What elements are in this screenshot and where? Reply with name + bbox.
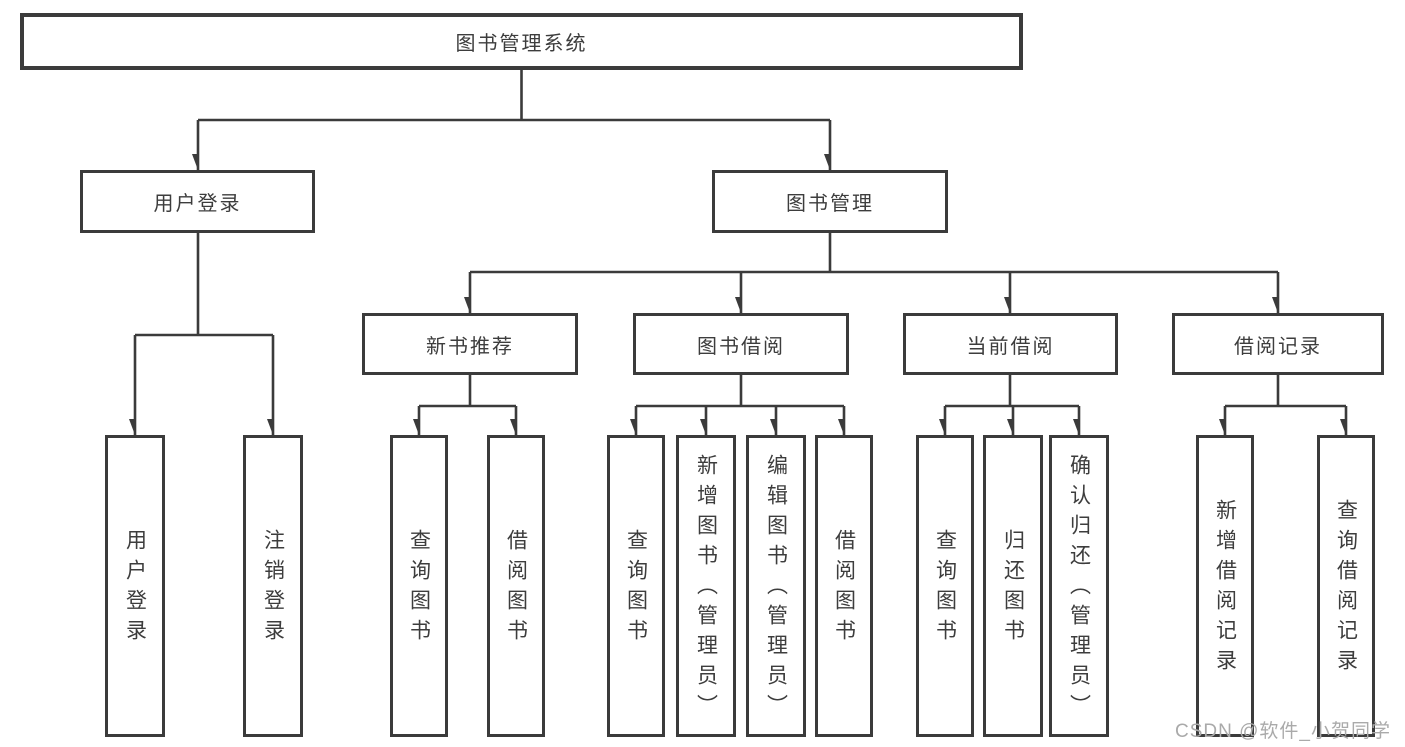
node-user-login: 用户登录: [80, 170, 315, 233]
leaf-return-book: 归还图书: [983, 435, 1043, 737]
leaf-query-book-current: 查询图书: [916, 435, 974, 737]
node-book-borrow: 图书借阅: [633, 313, 849, 375]
node-new-book-recommend: 新书推荐: [362, 313, 578, 375]
leaf-user-login: 用户登录: [105, 435, 165, 737]
leaf-borrow-book: 借阅图书: [815, 435, 873, 737]
leaf-confirm-return-admin: 确认归还（管理员）: [1049, 435, 1109, 737]
leaf-query-borrow-record: 查询借阅记录: [1317, 435, 1375, 737]
leaf-add-borrow-record: 新增借阅记录: [1196, 435, 1254, 737]
node-current-borrow: 当前借阅: [903, 313, 1118, 375]
leaf-edit-book-admin: 编辑图书（管理员）: [746, 435, 806, 737]
csdn-watermark: CSDN @软件_小贺同学: [1175, 721, 1391, 742]
leaf-query-book-borrow: 查询图书: [607, 435, 665, 737]
leaf-query-book-recommend: 查询图书: [390, 435, 448, 737]
leaf-borrow-book-recommend: 借阅图书: [487, 435, 545, 737]
node-root-system: 图书管理系统: [20, 13, 1023, 70]
leaf-logout: 注销登录: [243, 435, 303, 737]
node-book-management: 图书管理: [712, 170, 948, 233]
node-borrow-records: 借阅记录: [1172, 313, 1384, 375]
leaf-add-book-admin: 新增图书（管理员）: [676, 435, 736, 737]
